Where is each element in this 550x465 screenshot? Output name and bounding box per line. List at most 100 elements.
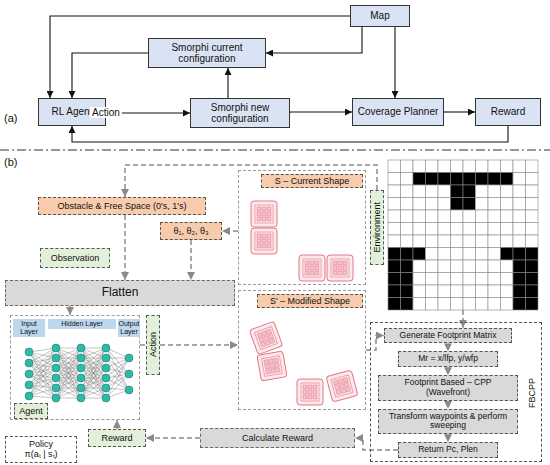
- grid-cell: [463, 248, 476, 261]
- grid-cell: [476, 210, 489, 223]
- grid-cell: [526, 160, 539, 173]
- grid-cell: [476, 223, 489, 236]
- node-text: Output Layer: [118, 319, 140, 337]
- grid-cell: [438, 260, 451, 273]
- grid-cell: [476, 235, 489, 248]
- node-text: RL Agent: [52, 106, 93, 118]
- flatten-box: Flatten: [5, 280, 235, 306]
- node-text: Environment: [372, 202, 382, 253]
- grid-cell: [513, 260, 526, 273]
- grid-cell: [463, 285, 476, 298]
- grid-cell: [513, 223, 526, 236]
- grid-cell: [463, 235, 476, 248]
- flow-arrow: [50, 16, 350, 98]
- process-box: Transform waypoints & perform sweeping: [378, 409, 518, 435]
- grid-cell: [526, 248, 539, 261]
- grid-cell: [488, 273, 501, 286]
- dashed-connector: [447, 401, 449, 409]
- grid-cell: [438, 160, 451, 173]
- grid-cell: [463, 273, 476, 286]
- grid-cell: [413, 210, 426, 223]
- grid-cell: [488, 235, 501, 248]
- flow-arrow: [266, 27, 362, 53]
- grid-cell: [501, 185, 514, 198]
- environment-grid: [388, 160, 538, 310]
- grid-cell: [426, 173, 439, 186]
- grid-cell: [488, 210, 501, 223]
- process-box: Mr = x/lfp, y/wfp: [398, 351, 498, 367]
- node-text: Coverage Planner: [358, 106, 439, 118]
- grid-cell: [426, 185, 439, 198]
- grid-cell: [501, 273, 514, 286]
- dashed-connector: [355, 438, 398, 450]
- node-text: Action: [148, 332, 158, 357]
- policy-box: Policyπ(aₜ | sₜ): [5, 436, 77, 463]
- grid-cell: [413, 173, 426, 186]
- grid-cell: [451, 260, 464, 273]
- config-box: Smorphi new configuration: [190, 98, 290, 128]
- node-text: Reward: [101, 433, 132, 443]
- grid-cell: [501, 260, 514, 273]
- grid-cell: [438, 198, 451, 211]
- grid-cell: [413, 273, 426, 286]
- grid-cell: [488, 260, 501, 273]
- grid-cell: [513, 248, 526, 261]
- grid-cell: [438, 223, 451, 236]
- grid-cell: [526, 273, 539, 286]
- node-text: Hidden Layer: [48, 319, 116, 329]
- grid-cell: [501, 198, 514, 211]
- grid-cell: [451, 298, 464, 311]
- grid-cell: [451, 235, 464, 248]
- grid-cell: [488, 185, 501, 198]
- grid-cell: [526, 173, 539, 186]
- grid-cell: [401, 173, 414, 186]
- grid-cell: [451, 210, 464, 223]
- grid-cell: [388, 260, 401, 273]
- grid-cell: [388, 248, 401, 261]
- grid-cell: [438, 235, 451, 248]
- grid-cell: [526, 210, 539, 223]
- config-box: Smorphi current configuration: [148, 38, 266, 68]
- environment-tag: Environment: [370, 190, 384, 265]
- flow-arrow: [290, 112, 352, 113]
- grid-cell: [501, 248, 514, 261]
- grid-cell: [501, 285, 514, 298]
- grid-cell: [451, 223, 464, 236]
- flow-arrow: [444, 111, 475, 112]
- flow-arrow: [394, 27, 395, 98]
- process-box: Generate Footprint Matrix: [384, 328, 512, 344]
- grid-cell: [413, 248, 426, 261]
- grid-cell: [426, 198, 439, 211]
- grid-cell: [413, 198, 426, 211]
- grid-cell: [426, 248, 439, 261]
- grid-cell: [451, 160, 464, 173]
- grid-cell: [401, 198, 414, 211]
- grid-cell: [388, 160, 401, 173]
- fbcpp-region: FBCPPGenerate Footprint MatrixMr = x/lfp…: [370, 322, 542, 462]
- map-box: Map: [350, 5, 410, 27]
- grid-cell: [501, 173, 514, 186]
- grid-cell: [451, 173, 464, 186]
- planner-box: Coverage Planner: [352, 98, 444, 126]
- node-text: S′ – Modified Shape: [257, 294, 363, 308]
- flow-arrow: [72, 53, 148, 98]
- grid-arrow: [462, 310, 464, 328]
- node-text: Flatten: [102, 286, 139, 300]
- grid-cell: [438, 210, 451, 223]
- section-divider: [0, 149, 550, 150]
- node-text: Generate Footprint Matrix: [400, 331, 497, 341]
- node-text: Calculate Reward: [242, 433, 313, 443]
- grid-cell: [401, 298, 414, 311]
- reward-tag: Reward: [88, 429, 146, 447]
- process-box: Return Pc, Plen: [398, 442, 498, 458]
- grid-cell: [388, 223, 401, 236]
- grid-cell: [426, 298, 439, 311]
- grid-cell: [488, 198, 501, 211]
- reward-box: Reward: [475, 98, 541, 126]
- agent-tag: Agent: [14, 403, 48, 419]
- dashed-connector: [222, 230, 238, 232]
- grid-cell: [526, 285, 539, 298]
- grid-cell: [463, 173, 476, 186]
- grid-cell: [401, 223, 414, 236]
- shape-panel: S – Current Shape: [238, 170, 366, 285]
